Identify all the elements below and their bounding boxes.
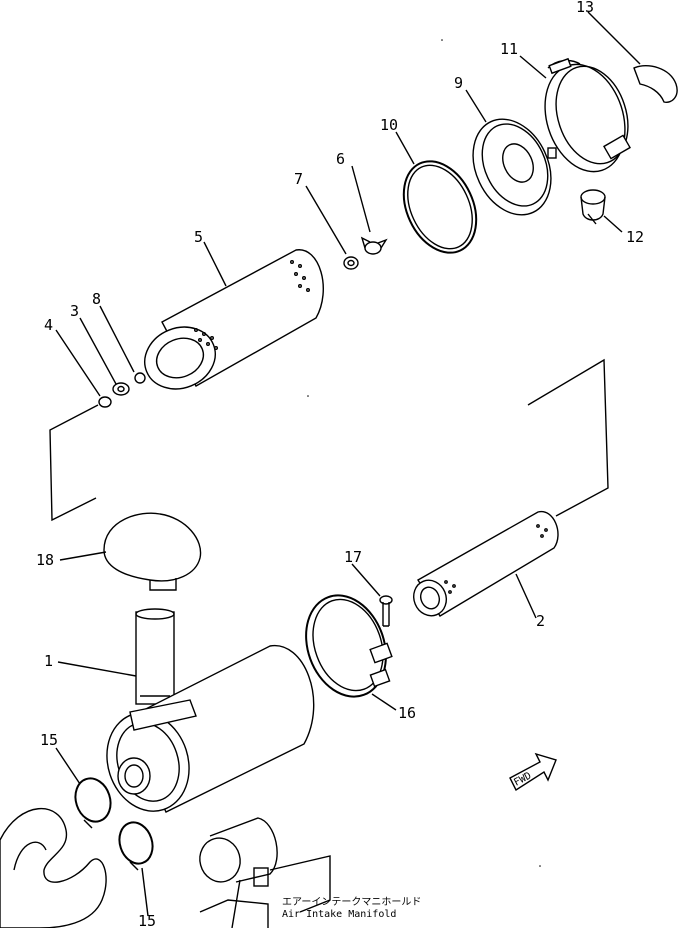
part-6-wing-nut — [360, 236, 388, 255]
manifold-note: エアーインテークマニホールド Air Intake Manifold — [282, 896, 421, 920]
part-9-cover-plate — [472, 118, 552, 216]
part-8-seal — [134, 372, 146, 384]
callout-18: 18 — [36, 551, 54, 569]
callout-6: 6 — [336, 150, 345, 168]
assembly-bracket-right — [527, 358, 609, 517]
callout-13: 13 — [576, 0, 594, 16]
intake-hose — [0, 807, 107, 928]
callout-labels: 13 11 9 10 6 7 5 8 3 4 12 18 17 2 1 16 1… — [36, 0, 644, 928]
callout-11: 11 — [500, 40, 518, 58]
part-5-outer-element — [144, 249, 324, 390]
callout-15-upper: 15 — [40, 731, 58, 749]
callout-15-lower: 15 — [138, 912, 156, 928]
part-18-dust-cap — [103, 512, 202, 591]
manifold-note-english: Air Intake Manifold — [282, 909, 396, 920]
fwd-direction-arrow: FWD — [509, 752, 557, 792]
part-3-nut — [112, 382, 130, 396]
callout-1: 1 — [44, 652, 53, 670]
callout-3: 3 — [70, 302, 79, 320]
callout-8: 8 — [92, 290, 101, 308]
part-17-bolt — [379, 595, 393, 627]
scan-speckles — [307, 39, 541, 867]
part-15-hose-clamp-lower — [118, 821, 154, 871]
callout-10: 10 — [380, 116, 398, 134]
part-15-hose-clamp-upper — [74, 777, 112, 829]
manifold-note-japanese: エアーインテークマニホールド — [282, 896, 421, 908]
callout-9: 9 — [454, 74, 463, 92]
air-intake-manifold — [199, 817, 331, 928]
assembly-bracket-left — [49, 404, 99, 522]
part-11-cover — [544, 57, 631, 173]
part-13-hose-elbow — [633, 65, 678, 103]
part-7-washer — [343, 256, 359, 270]
callout-5: 5 — [194, 228, 203, 246]
callout-17: 17 — [344, 548, 362, 566]
callout-2: 2 — [536, 612, 545, 630]
leader-lines — [55, 11, 641, 917]
part-16-band-clamp — [305, 594, 393, 698]
callout-4: 4 — [44, 316, 53, 334]
part-2-inner-element — [413, 511, 559, 617]
part-10-o-ring — [402, 160, 478, 254]
part-1-air-cleaner-body — [106, 608, 315, 813]
part-4-washer — [98, 396, 112, 408]
part-12-valve — [580, 189, 606, 225]
callout-16: 16 — [398, 704, 416, 722]
callout-7: 7 — [294, 170, 303, 188]
callout-12: 12 — [626, 228, 644, 246]
